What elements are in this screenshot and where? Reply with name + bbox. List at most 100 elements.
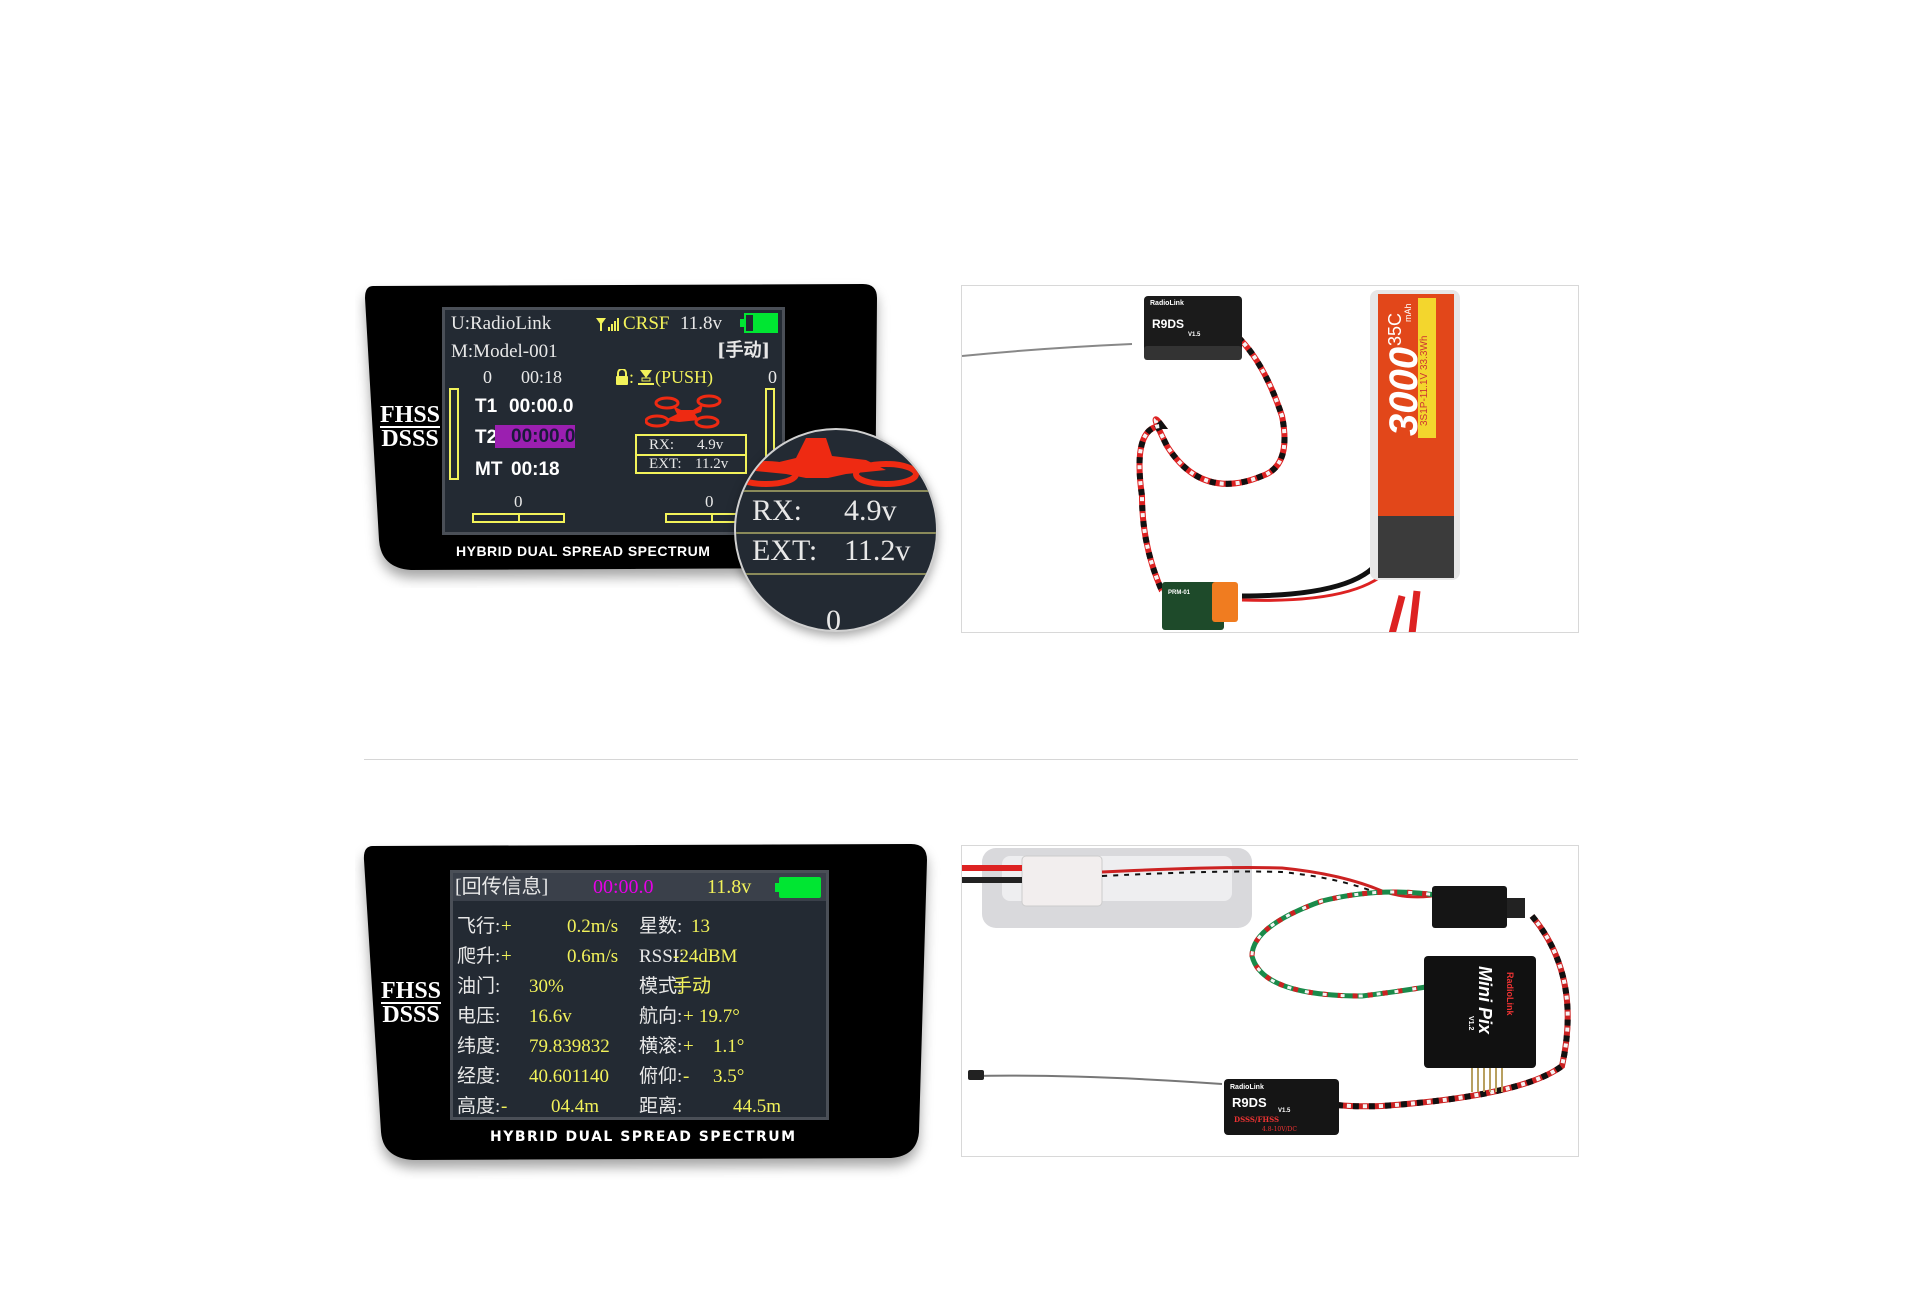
- antenna-wire: [962, 343, 1133, 357]
- telemetry-label: RSSI:: [639, 946, 685, 967]
- push-label: (PUSH): [655, 367, 714, 387]
- telemetry-voltage: 11.8v: [707, 876, 752, 898]
- fc-version: V1.2: [1467, 1016, 1474, 1031]
- battery-lead: [1241, 535, 1390, 599]
- telemetry-cable: [1249, 889, 1443, 999]
- receiver-model-label: R9DS: [1152, 317, 1185, 331]
- magnified-rx-value: 4.9v: [844, 494, 897, 527]
- battery-spec: 3S1P-11.1V 33.3Wh: [1419, 335, 1430, 426]
- drone-icon-magnified: [736, 438, 919, 487]
- mini-pix-body: [1424, 956, 1536, 1068]
- rx-voltage-box: RX: 4.9v EXT: 11.2v: [635, 434, 747, 474]
- fc-label: Mini Pix: [1475, 966, 1495, 1035]
- telemetry-value: 40.601140: [529, 1066, 610, 1087]
- telemetry-value: 3.5°: [713, 1066, 745, 1087]
- battery-unit: mAh: [1403, 303, 1413, 322]
- flight-controller-photo: RadioLink Mini Pix V1.2 RadioLink R9DS V…: [961, 845, 1579, 1157]
- receiver-battery-photo: RadioLink R9DS V1.5 3000 35C mAh 3S1P-11…: [961, 285, 1579, 633]
- signal-icon: [596, 316, 620, 335]
- antenna-wire: [971, 1074, 1223, 1085]
- mt-timer: 00:18: [511, 459, 560, 480]
- bottom-left-value: 0: [514, 492, 523, 511]
- lock-separator: :: [629, 367, 635, 387]
- sensor-label: PRM-01: [1168, 590, 1191, 596]
- fhss-dsss-logo: FHSS DSSS: [380, 402, 441, 451]
- telemetry-value: 04.4m: [551, 1096, 600, 1117]
- telemetry-sign: +: [501, 916, 512, 937]
- battery-icon: [740, 313, 780, 333]
- drone-icon: [644, 394, 729, 434]
- t2-label: T2: [475, 427, 498, 448]
- receiver-model-label: R9DS: [1232, 1095, 1267, 1110]
- telemetry-sign: -: [683, 1066, 690, 1087]
- telemetry-label: 飞行:: [457, 916, 501, 937]
- bottom-right-value: 0: [705, 492, 714, 511]
- telemetry-value: 0.6m/s: [567, 946, 619, 967]
- receiver-version: V1.5: [1188, 332, 1201, 338]
- logo-line2: DSSS: [382, 1002, 440, 1028]
- t1-timer: 00:00.0: [509, 396, 574, 417]
- section-divider: [364, 759, 1578, 760]
- ext-label: EXT:: [649, 456, 682, 472]
- battery-rating: 35C: [1385, 312, 1405, 346]
- receiver-body: [1144, 296, 1242, 356]
- receiver-brand: RadioLink: [1150, 300, 1184, 307]
- telemetry-label: 爬升:: [457, 946, 501, 967]
- logo-line1: FHSS: [381, 978, 442, 1004]
- magnified-ext-value: 11.2v: [844, 534, 911, 567]
- logo-line1: FHSS: [380, 402, 441, 428]
- elapsed-time: 00:18: [521, 367, 563, 387]
- tagline: HYBRID DUAL SPREAD SPECTRUM: [490, 1129, 797, 1145]
- telemetry-value: 30%: [529, 976, 564, 997]
- magnified-bottom-value: 0: [826, 604, 841, 632]
- receiver-mode: DSSS/FHSS: [1234, 1115, 1280, 1124]
- magnifier-callout: RX: 4.9v EXT: 11.2v 0: [734, 428, 938, 632]
- left-horizontal-trim-bar: [472, 513, 565, 523]
- telemetry-label: 油门:: [457, 976, 501, 997]
- magnified-rx-label: RX:: [752, 494, 803, 527]
- telemetry-label: 俯仰:: [639, 1066, 683, 1087]
- t2-timer: 00:00.0: [495, 425, 576, 448]
- magnified-ext-label: EXT:: [752, 534, 818, 567]
- telemetry-value: 手动: [673, 976, 712, 997]
- telemetry-value: 44.5m: [733, 1096, 782, 1117]
- flight-mode: [手动]: [717, 340, 771, 361]
- telemetry-label: 经度:: [457, 1066, 501, 1087]
- telemetry-value: 16.6v: [529, 1006, 572, 1027]
- telemetry-label: 电压:: [457, 1006, 501, 1027]
- battery-icon: [775, 877, 821, 898]
- main-screen: U:RadioLink CRSF 11.8v M:Model-001 [手动] …: [442, 307, 785, 535]
- tx-voltage: 11.8v: [680, 313, 723, 334]
- receiver-voltage: 4.8-10V/DC: [1262, 1126, 1297, 1133]
- voltage-sensor-board: [1432, 886, 1507, 928]
- receiver-version: V1.5: [1278, 1108, 1291, 1114]
- balance-lead-cable: [1101, 866, 1443, 899]
- battery-capacity: 3000: [1382, 347, 1426, 436]
- telemetry-value: 0.2m/s: [567, 916, 619, 937]
- rx-label: RX:: [649, 437, 675, 453]
- battery-fill: [779, 877, 821, 898]
- battery-fill: [752, 313, 778, 333]
- telemetry-value: -24dBM: [673, 946, 738, 967]
- t1-label: T1: [475, 396, 498, 417]
- telemetry-sign: +: [683, 1036, 694, 1057]
- telemetry-sign: -: [501, 1096, 508, 1117]
- user-name: U:RadioLink: [451, 313, 552, 334]
- telemetry-value: 19.7°: [699, 1006, 740, 1027]
- telemetry-label: 模式:: [639, 976, 683, 997]
- telemetry-value: 79.839832: [529, 1036, 610, 1057]
- rx-value: 4.9v: [697, 437, 724, 453]
- left-count: 0: [483, 367, 492, 387]
- receiver-brand: RadioLink: [1230, 1084, 1264, 1091]
- sensor-module: [1162, 582, 1224, 630]
- receiver-body: [1224, 1079, 1339, 1135]
- telemetry-label: 星数:: [639, 916, 683, 937]
- mt-label: MT: [475, 459, 503, 480]
- model-name: M:Model-001: [451, 341, 558, 362]
- telemetry-label: 距离:: [639, 1096, 683, 1117]
- protocol-label: CRSF: [623, 313, 670, 334]
- fhss-dsss-logo: FHSS DSSS: [381, 978, 442, 1028]
- telemetry-sign: +: [501, 946, 512, 967]
- ext-value: 11.2v: [695, 456, 729, 472]
